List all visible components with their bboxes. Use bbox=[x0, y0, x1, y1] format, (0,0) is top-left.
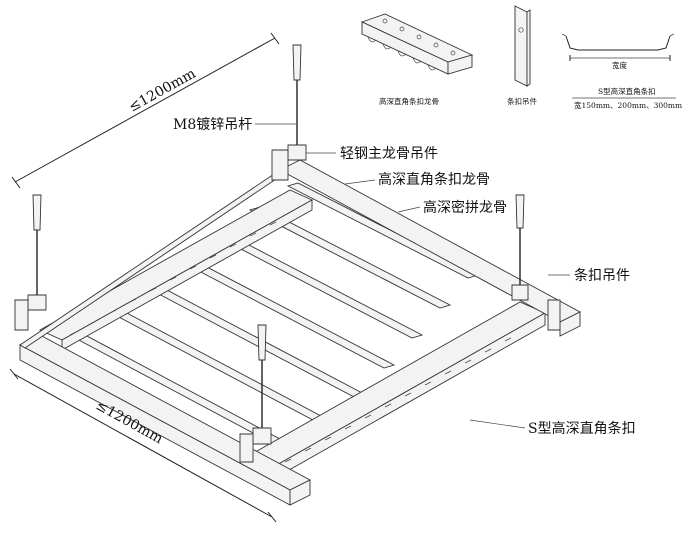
main-channels bbox=[19, 159, 581, 506]
label-s-profile: S型高深直角条扣 bbox=[528, 420, 636, 437]
keel-detail-drawing bbox=[360, 13, 474, 75]
label-clip-keel: 高深直角条扣龙骨 bbox=[378, 171, 490, 188]
caption-keel-detail: 高深直角条扣龙骨 bbox=[379, 96, 439, 106]
profile-detail-drawing bbox=[561, 33, 675, 61]
hangers bbox=[14, 144, 561, 463]
label-main-hanger: 轻钢主龙骨吊件 bbox=[340, 146, 438, 162]
top-dimension-line bbox=[11, 32, 280, 189]
label-rod: M8镀锌吊杆 bbox=[173, 116, 252, 133]
caption-profile-detail: S型高深直角条扣 bbox=[598, 86, 656, 96]
label-dense-keel: 高深密拼龙骨 bbox=[423, 199, 507, 216]
caption-hanger-detail: 条扣吊件 bbox=[507, 96, 537, 106]
hanger-rods bbox=[32, 44, 525, 432]
caption-profile-sizes: 宽150mm、200mm、300mm bbox=[574, 100, 682, 110]
bottom-dimension-line bbox=[9, 368, 277, 523]
caption-profile-width: 宽度 bbox=[612, 60, 627, 70]
leader-lines bbox=[255, 123, 570, 429]
dimension-top-text: ≤1200mm bbox=[126, 66, 198, 116]
hanger-detail-drawing bbox=[514, 5, 531, 87]
label-clip-hanger: 条扣吊件 bbox=[574, 267, 630, 284]
clip-keels bbox=[39, 189, 547, 479]
